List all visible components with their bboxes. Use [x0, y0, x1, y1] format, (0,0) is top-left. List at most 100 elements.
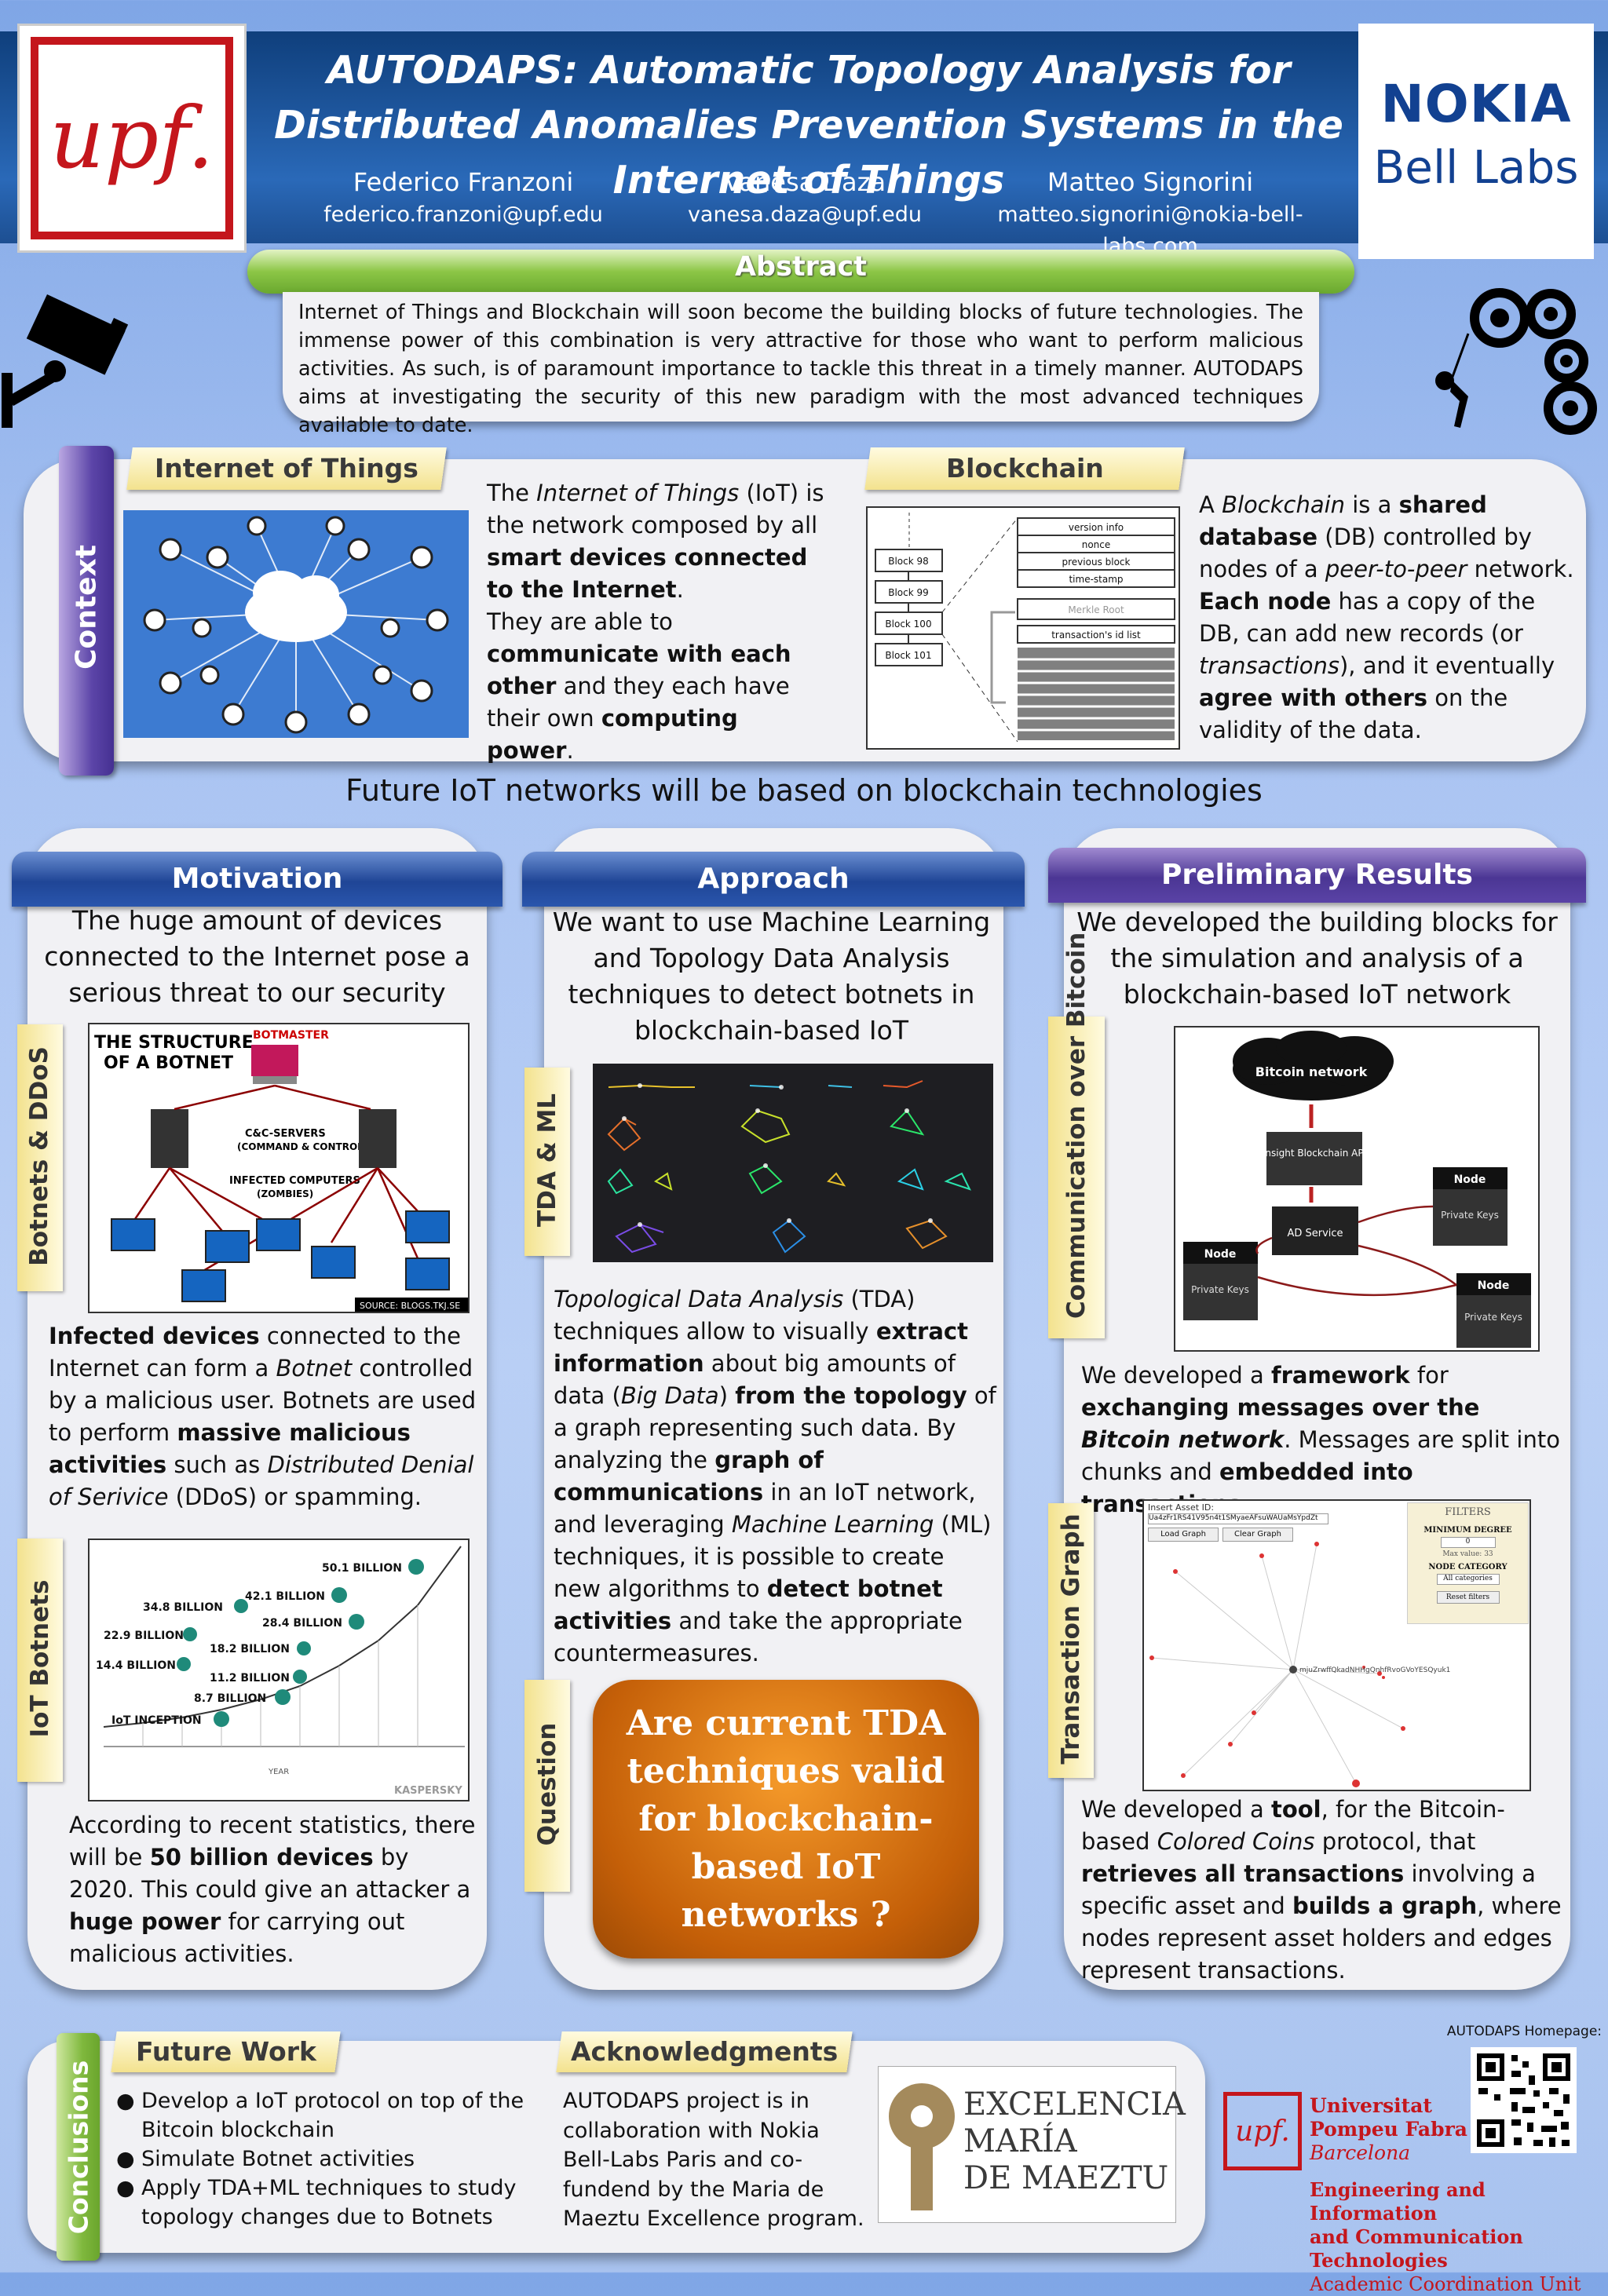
- botnets-description: Infected devices connected to the Intern…: [49, 1323, 477, 1510]
- author-1: Federico Franzoni federico.franzoni@upf.…: [323, 167, 603, 227]
- author-2: Vanesa Daza vanesa.daza@upf.edu: [687, 167, 923, 227]
- field-label: time-stamp: [1069, 574, 1123, 585]
- filters-title: FILTERS: [1445, 1506, 1491, 1518]
- block-label: Block 101: [885, 650, 931, 661]
- iot-heading: Internet of Things: [126, 447, 447, 490]
- poster-title: AUTODAPS: Automatic Topology Analysis fo…: [274, 48, 1343, 203]
- svg-text:8.7 BILLION: 8.7 BILLION: [194, 1692, 266, 1705]
- blockchain-heading: Blockchain: [864, 447, 1185, 490]
- clear-graph-button[interactable]: Clear Graph: [1222, 1528, 1293, 1542]
- svg-text:THE STRUCTURE: THE STRUCTURE: [94, 1033, 254, 1053]
- bitcoin-communication-diagram: Bitcoin network Insight Blockchain API A…: [1174, 1026, 1540, 1352]
- load-graph-button[interactable]: Load Graph: [1148, 1528, 1219, 1542]
- svg-text:INFECTED COMPUTERS: INFECTED COMPUTERS: [229, 1175, 360, 1187]
- svg-text:KASPERSKY: KASPERSKY: [394, 1785, 462, 1797]
- list-item: ●Develop a IoT protocol on top of the Bi…: [116, 2089, 524, 2142]
- svg-text:SOURCE: BLOGS.TKJ.SE: SOURCE: BLOGS.TKJ.SE: [360, 1301, 460, 1311]
- gears-icon: [1435, 288, 1597, 435]
- svg-text:18.2 BILLION: 18.2 BILLION: [210, 1643, 290, 1655]
- university-name: Universitat Pompeu Fabra Barcelona: [1310, 2094, 1467, 2164]
- approach-lead: We want to use Machine Learning and Topo…: [552, 907, 991, 1046]
- field-label: previous block: [1062, 557, 1131, 568]
- transaction-graph-description: We developed a tool, for the Bitcoin-bas…: [1081, 1796, 1562, 1984]
- tda-graphs-image: [593, 1064, 993, 1262]
- approach-heading: Approach: [522, 852, 1025, 907]
- blockchain-description: A Blockchain is a shared database (DB) c…: [1199, 491, 1574, 743]
- svg-text:22.9 BILLION: 22.9 BILLION: [104, 1630, 184, 1642]
- results-lead: We developed the building blocks for the…: [1076, 907, 1558, 1009]
- transaction-graph-canvas: mjuZrwffQkadNHHgQnhfRvoGVoYESQyuk1: [1149, 1542, 1450, 1787]
- acknowledgments-heading: Acknowledgments: [556, 2031, 853, 2072]
- conclusions-tab: Conclusions: [57, 2033, 100, 2261]
- field-label: version info: [1069, 522, 1124, 533]
- field-label: transaction's id list: [1051, 630, 1141, 641]
- homepage-label: AUTODAPS Homepage:: [1446, 2024, 1602, 2039]
- asset-id-label: Insert Asset ID:: [1148, 1502, 1215, 1513]
- block-label: Block 98: [888, 556, 929, 567]
- svg-text:(COMMAND & CONTROL): (COMMAND & CONTROL): [237, 1141, 367, 1152]
- svg-text:IoT INCEPTION: IoT INCEPTION: [111, 1714, 202, 1727]
- blockchain-diagram: Block 98 Block 99 Block 100 Block 101 ve…: [866, 506, 1180, 750]
- asset-id-input[interactable]: Ua4zFr1RS41V95n4t1SMyaeAFsuWAUaMsYpdZt: [1148, 1513, 1328, 1524]
- reset-filters-button[interactable]: Reset filters: [1436, 1591, 1500, 1604]
- svg-text:mjuZrwffQkadNHHgQnhfRvoGVoYESQ: mjuZrwffQkadNHHgQnhfRvoGVoYESQyuk1: [1299, 1666, 1450, 1674]
- svg-text:Insight Blockchain API: Insight Blockchain API: [1263, 1148, 1366, 1159]
- svg-text:(ZOMBIES): (ZOMBIES): [257, 1188, 313, 1199]
- upf-footer-logo: upf.: [1223, 2092, 1302, 2170]
- results-panel: [1064, 828, 1570, 1990]
- qr-code-icon[interactable]: [1471, 2047, 1577, 2153]
- iot-description: The Internet of Things (IoT) is the netw…: [487, 480, 824, 764]
- svg-text:Node: Node: [1478, 1279, 1510, 1292]
- svg-text:42.1 BILLION: 42.1 BILLION: [245, 1590, 325, 1603]
- svg-text:BOTMASTER: BOTMASTER: [253, 1029, 329, 1042]
- future-work-heading: Future Work: [111, 2031, 341, 2072]
- research-question: Are current TDA techniques valid for blo…: [593, 1680, 979, 1958]
- header-band: [0, 31, 1608, 243]
- svg-text:28.4 BILLION: 28.4 BILLION: [262, 1617, 342, 1630]
- field-label: Merkle Root: [1068, 604, 1124, 615]
- list-item: ●Apply TDA+ML techniques to study topolo…: [116, 2176, 517, 2229]
- future-work-list: ●Develop a IoT protocol on top of the Bi…: [116, 2086, 524, 2232]
- node-category-select[interactable]: All categories: [1436, 1574, 1500, 1585]
- nokia-bell-labs-logo: NOKIA Bell Labs: [1358, 24, 1594, 259]
- author-3: Matteo Signorini matteo.signorini@nokia-…: [997, 167, 1303, 258]
- botnets-ddos-tab: Botnets & DDoS: [17, 1024, 63, 1291]
- security-camera-icon: [2, 294, 129, 428]
- svg-text:Bitcoin network: Bitcoin network: [1255, 1064, 1368, 1079]
- svg-text:OF A BOTNET: OF A BOTNET: [104, 1053, 233, 1073]
- iot-network-image: [123, 510, 469, 738]
- acknowledgments-text: AUTODAPS project is in collaboration wit…: [563, 2089, 864, 2231]
- iot-botnets-description: According to recent statistics, there wi…: [69, 1812, 476, 1967]
- tda-description: Topological Data Analysis (TDA) techniqu…: [554, 1286, 996, 1666]
- maria-de-maeztu-logo: EXCELENCIA MARÍA DE MAEZTU: [878, 2066, 1186, 2223]
- min-degree-stepper[interactable]: 0: [1440, 1537, 1496, 1548]
- svg-text:14.4 BILLION: 14.4 BILLION: [96, 1659, 176, 1672]
- upf-logo: upf.: [17, 24, 247, 253]
- block-label: Block 100: [885, 619, 931, 630]
- abstract-heading: Abstract: [734, 251, 868, 283]
- field-label: nonce: [1082, 539, 1111, 550]
- svg-text:11.2 BILLION: 11.2 BILLION: [210, 1672, 290, 1685]
- transaction-graph-tool: Insert Asset ID: Ua4zFr1RS41V95n4t1SMyae…: [1142, 1499, 1531, 1791]
- question-tab: Question: [524, 1680, 570, 1892]
- svg-text:Node: Node: [1454, 1174, 1486, 1186]
- motivation-lead: The huge amount of devices connected to …: [44, 905, 470, 1008]
- min-degree-label: MINIMUM DEGREE: [1423, 1526, 1512, 1535]
- results-heading: Preliminary Results: [1048, 848, 1586, 903]
- abstract-bar: [247, 250, 1354, 294]
- bitcoin-framework-description: We developed a framework for exchanging …: [1081, 1362, 1560, 1517]
- iot-botnets-tab: IoT Botnets: [17, 1539, 63, 1782]
- svg-text:34.8 BILLION: 34.8 BILLION: [143, 1601, 223, 1614]
- svg-text:Private Keys: Private Keys: [1464, 1312, 1522, 1323]
- svg-text:YEAR: YEAR: [268, 1768, 289, 1776]
- max-value-label: Max value: 33: [1442, 1550, 1493, 1558]
- abstract-text: Internet of Things and Blockchain will s…: [283, 292, 1319, 437]
- tagline: Future IoT networks will be based on blo…: [345, 773, 1263, 808]
- tda-ml-tab: TDA & ML: [524, 1068, 570, 1256]
- communication-over-bitcoin-tab: Communication over Bitcoin: [1048, 933, 1105, 1338]
- filters-panel: FILTERS MINIMUM DEGREE 0 Max value: 33 N…: [1407, 1502, 1529, 1624]
- context-tab: Context: [59, 446, 114, 776]
- motivation-heading: Motivation: [12, 852, 502, 907]
- svg-text:50.1 BILLION: 50.1 BILLION: [322, 1562, 402, 1575]
- svg-text:C&C-SERVERS: C&C-SERVERS: [245, 1128, 326, 1140]
